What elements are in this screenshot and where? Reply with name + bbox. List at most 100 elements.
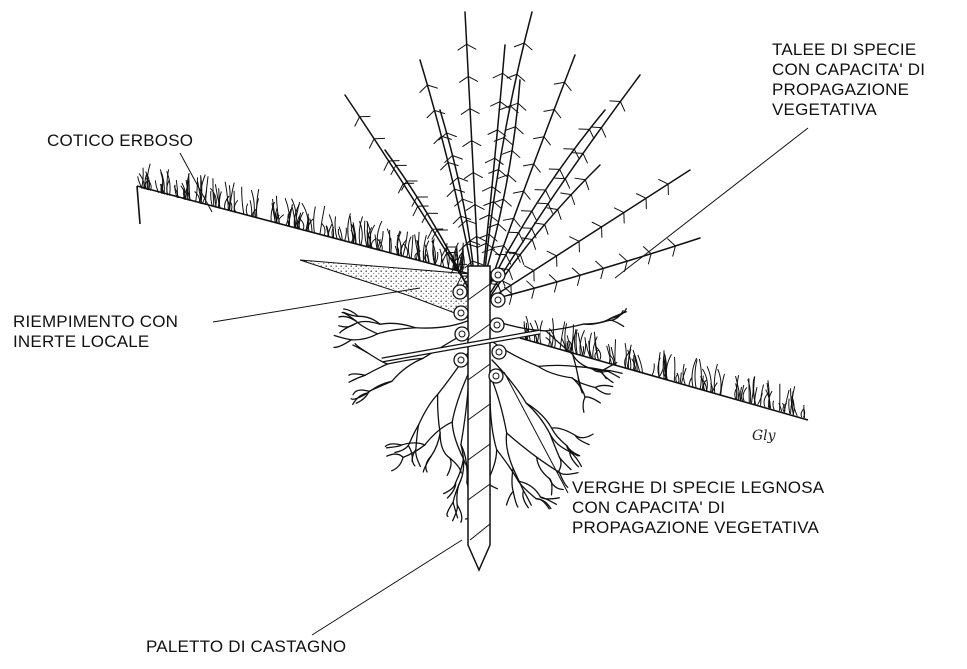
leaf-tick: [558, 210, 561, 220]
root: [538, 366, 572, 378]
root: [507, 433, 537, 457]
grass-blade: [773, 401, 774, 410]
grass-blade: [411, 235, 413, 258]
leaf-tick: [463, 199, 473, 203]
grass-blade: [365, 221, 367, 247]
grass-blade: [615, 339, 616, 365]
grass-blade: [707, 366, 711, 391]
root: [423, 456, 431, 472]
leaf-tick: [534, 137, 544, 139]
leaf-tick: [491, 102, 500, 106]
leaf-tick: [485, 158, 494, 162]
leaf-tick: [447, 189, 454, 196]
root: [351, 334, 377, 340]
grass-blade: [351, 230, 353, 243]
leaf-tick: [464, 173, 473, 179]
leaf-tick: [472, 141, 481, 146]
root: [538, 365, 576, 366]
grass-blade: [754, 387, 757, 404]
leaf-tick: [532, 211, 537, 220]
leader-talee: [615, 128, 808, 278]
grass-blade: [250, 200, 252, 217]
leaf-tick: [470, 109, 479, 114]
grass-blade: [225, 182, 228, 211]
root: [444, 483, 456, 494]
leaf-tick: [601, 128, 605, 138]
root: [537, 457, 550, 478]
leaf-tick: [570, 237, 579, 242]
grass-blade: [801, 409, 804, 417]
grass-blade: [625, 343, 626, 368]
leaf-tick: [515, 127, 523, 134]
root: [334, 340, 351, 348]
grass-blade: [714, 364, 717, 393]
grass-blade: [666, 354, 671, 379]
root: [506, 491, 513, 505]
leaf-tick: [575, 178, 585, 180]
grass-blade: [345, 228, 347, 241]
leaf-tick: [493, 73, 502, 77]
root: [585, 397, 600, 403]
leaf-tick: [483, 187, 492, 191]
leaf-tick: [547, 208, 557, 210]
root: [450, 458, 462, 473]
root: [497, 450, 519, 482]
leaf-tick: [467, 220, 477, 224]
label-talee: TALEE DI SPECIE CON CAPACITA' DI PROPAGA…: [772, 40, 925, 120]
grass-blade: [292, 206, 295, 228]
root: [369, 381, 392, 391]
label-line: RIEMPIMENTO CON: [13, 312, 178, 332]
label-line: CON CAPACITA' DI: [772, 60, 925, 80]
leaf-tick: [524, 191, 531, 199]
root: [416, 450, 421, 467]
leaf-tick: [448, 162, 458, 165]
grass-blade: [231, 202, 232, 211]
grass-blade: [242, 187, 244, 215]
leaf-tick: [467, 44, 476, 49]
rod-section: [455, 327, 469, 341]
grass-blade: [320, 206, 325, 235]
rod-section: [489, 369, 503, 383]
leaf-tick: [512, 151, 520, 158]
rod-section: [491, 268, 505, 282]
grass-blade: [739, 391, 740, 400]
root: [380, 323, 416, 327]
grass-blade: [234, 200, 237, 213]
root: [334, 335, 351, 339]
grass-blade: [335, 216, 337, 239]
branch: [488, 165, 600, 300]
leaf-tick: [614, 208, 623, 213]
leaf-tick: [517, 74, 525, 81]
grass-blade: [652, 363, 654, 375]
leaf-tick: [637, 194, 646, 199]
root: [349, 374, 365, 375]
leaf-tick: [502, 151, 512, 155]
leaf-tick: [484, 202, 494, 206]
root: [355, 344, 367, 353]
leaf-tick: [601, 268, 604, 278]
leaf-tick: [509, 294, 512, 304]
leaf-tick: [572, 268, 580, 275]
root: [392, 457, 403, 470]
leaf-tick: [532, 288, 535, 298]
grass-blade: [211, 191, 213, 207]
label-line: VERGHE DI SPECIE LEGNOSA: [572, 478, 824, 498]
leaf-tick: [514, 218, 521, 226]
leaf-tick: [560, 169, 565, 178]
leaf-tick: [508, 175, 516, 182]
grass-blade: [789, 399, 790, 414]
leaf-tick: [458, 44, 467, 50]
leaf-tick: [518, 103, 526, 110]
leaf-tick: [538, 203, 548, 204]
leaf-tick: [596, 261, 604, 268]
grass-blade: [161, 184, 162, 193]
leaf-tick: [355, 117, 360, 126]
leaf-tick: [513, 191, 523, 193]
grass-blade: [584, 337, 586, 356]
root: [584, 320, 609, 324]
grass-blade: [322, 224, 325, 236]
rod-section: [491, 293, 505, 307]
root: [513, 491, 518, 507]
label-riempimento: RIEMPIMENTO CON INERTE LOCALE: [13, 312, 178, 352]
